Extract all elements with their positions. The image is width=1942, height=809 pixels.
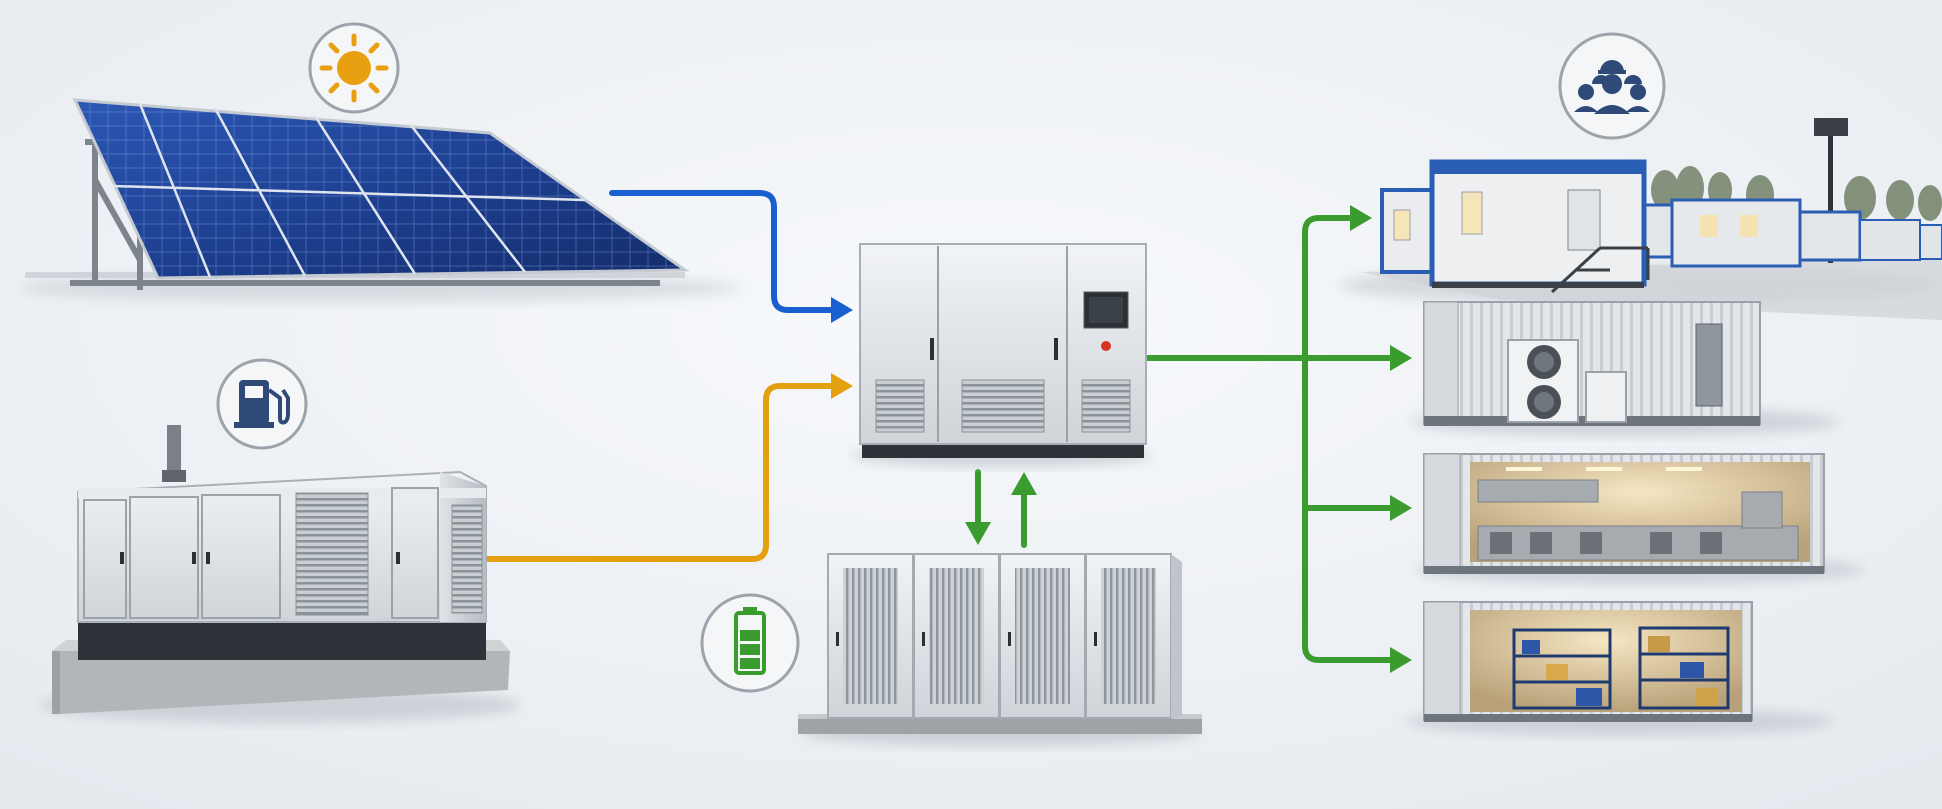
hvac-units [1507, 339, 1627, 423]
output-arrowhead-camp [1350, 205, 1372, 231]
output-arrowhead-storage [1390, 647, 1412, 673]
worker-camp [1340, 118, 1942, 320]
fuel-pump-icon [216, 358, 308, 450]
power-conversion-system [852, 243, 1152, 467]
solar-flow-line [609, 190, 835, 313]
kitchen-container [1415, 453, 1865, 584]
solar-flow-arrowhead [831, 297, 853, 323]
battery-cabinets [827, 553, 1182, 719]
generator-flow-line [483, 383, 835, 562]
battery-charge-arrowhead [965, 522, 991, 545]
battery-discharge-arrowhead [1011, 472, 1037, 495]
battery-storage [798, 553, 1202, 746]
output-arrowhead-kitchen [1390, 495, 1412, 521]
sun-icon [308, 22, 400, 114]
hvac-container [1410, 301, 1840, 436]
flow-lines [483, 190, 1412, 673]
workers-icon [1558, 32, 1666, 140]
generator-flow-arrowhead [831, 373, 853, 399]
diesel-generator [40, 425, 520, 723]
output-bus-line [1302, 215, 1393, 663]
solar-array [20, 98, 740, 302]
output-arrowhead-hvac [1390, 345, 1412, 371]
battery-icon [700, 593, 800, 693]
storage-shelves [1512, 626, 1730, 710]
storage-container [1405, 601, 1835, 736]
